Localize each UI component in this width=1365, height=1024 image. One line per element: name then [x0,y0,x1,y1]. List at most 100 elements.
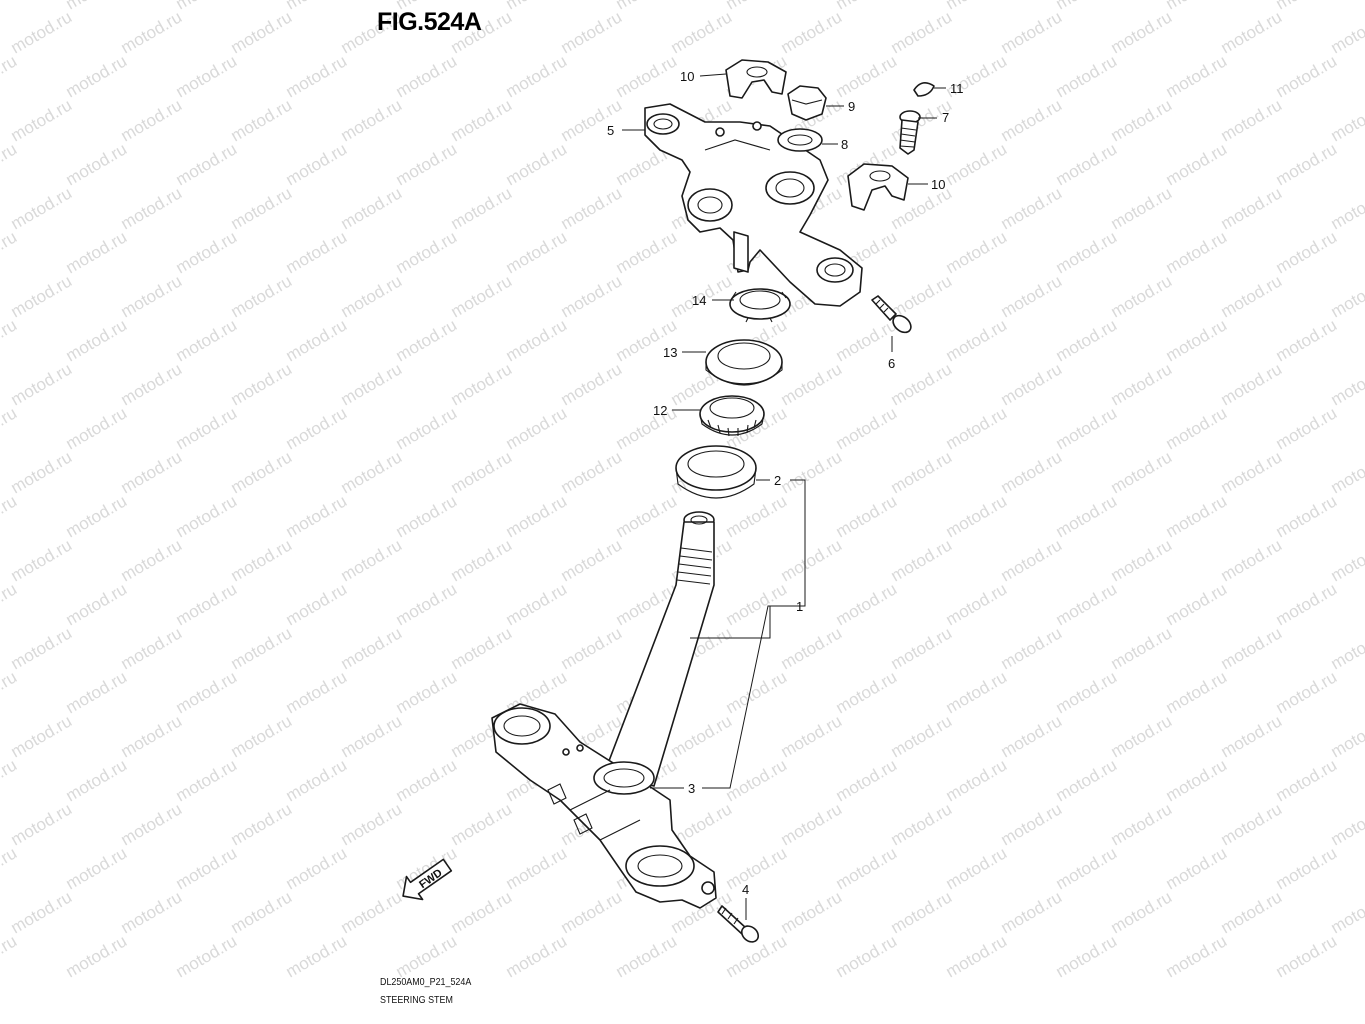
watermark-text: motod.ru [558,447,626,497]
watermark-text: motod.ru [1108,359,1176,409]
watermark-text: motod.ru [393,755,461,805]
watermark-text: motod.ru [0,491,20,541]
callout-4: 4 [742,882,749,897]
watermark-text: motod.ru [1328,271,1365,321]
watermark-text: motod.ru [1273,51,1341,101]
watermark-text: motod.ru [1108,623,1176,673]
watermark-text: motod.ru [1108,711,1176,761]
watermark-text: motod.ru [338,447,406,497]
watermark-text: motod.ru [283,0,351,13]
callout-10-lower: 10 [931,177,945,192]
bolt-part-6 [871,295,912,334]
watermark-text: motod.ru [63,491,131,541]
watermark-text: motod.ru [1108,7,1176,57]
watermark-text: motod.ru [723,843,791,893]
watermark-text: motod.ru [943,667,1011,717]
watermark-text: motod.ru [558,271,626,321]
watermark-text: motod.ru [283,843,351,893]
watermark-text: motod.ru [393,491,461,541]
washer-part-8 [777,128,823,152]
watermark-text: motod.ru [888,271,956,321]
callout-10-upper: 10 [680,69,694,84]
watermark-text: motod.ru [1108,887,1176,937]
callout-9: 9 [848,99,855,114]
watermark-text: motod.ru [503,843,571,893]
watermark-text: motod.ru [173,227,241,277]
watermark-text: motod.ru [173,51,241,101]
callout-6: 6 [888,356,895,371]
watermark-text: motod.ru [228,359,296,409]
watermark-text: motod.ru [998,887,1066,937]
watermark-text: motod.ru [1053,755,1121,805]
watermark-text: motod.ru [118,95,186,145]
handlebar-holder-lower-part-10 [847,163,909,211]
watermark-text: motod.ru [118,271,186,321]
watermark-text: motod.ru [63,51,131,101]
callout-8: 8 [841,137,848,152]
watermark-text: motod.ru [613,931,681,981]
watermark-text: motod.ru [63,227,131,277]
watermark-text: motod.ru [1163,315,1231,365]
watermark-text: motod.ru [998,623,1066,673]
watermark-text: motod.ru [998,271,1066,321]
watermark-text: motod.ru [63,315,131,365]
watermark-text: motod.ru [998,95,1066,145]
watermark-text: motod.ru [0,51,20,101]
watermark-text: motod.ru [8,799,76,849]
watermark-text: motod.ru [448,359,516,409]
watermark-text: motod.ru [8,359,76,409]
race-part-2 [675,445,757,499]
watermark-text: motod.ru [503,0,571,13]
watermark-text: motod.ru [503,491,571,541]
callout-3: 3 [688,781,695,796]
watermark-text: motod.ru [503,579,571,629]
watermark-text: motod.ru [1053,491,1121,541]
watermark-text: motod.ru [888,447,956,497]
watermark-text: motod.ru [1163,139,1231,189]
watermark-text: motod.ru [778,711,846,761]
watermark-text: motod.ru [1328,7,1365,57]
watermark-text: motod.ru [8,7,76,57]
watermark-text: motod.ru [1273,755,1341,805]
cap-part-11 [913,82,935,97]
watermark-text: motod.ru [0,667,20,717]
watermark-text: motod.ru [118,799,186,849]
watermark-text: motod.ru [1273,139,1341,189]
watermark-text: motod.ru [173,755,241,805]
watermark-text: motod.ru [118,359,186,409]
watermark-text: motod.ru [118,887,186,937]
watermark-text: motod.ru [888,887,956,937]
watermark-text: motod.ru [613,227,681,277]
watermark-text: motod.ru [1163,843,1231,893]
watermark-text: motod.ru [558,887,626,937]
watermark-text: motod.ru [118,447,186,497]
watermark-text: motod.ru [1163,51,1231,101]
watermark-text: motod.ru [228,623,296,673]
watermark-text: motod.ru [118,623,186,673]
watermark-text: motod.ru [1273,0,1341,13]
watermark-text: motod.ru [338,183,406,233]
lower-bracket [491,703,717,909]
watermark-text: motod.ru [1328,711,1365,761]
watermark-text: motod.ru [173,931,241,981]
watermark-text: motod.ru [833,843,901,893]
watermark-text: motod.ru [943,0,1011,13]
bolt-part-4 [717,905,760,943]
watermark-text: motod.ru [1108,95,1176,145]
watermark-text: motod.ru [613,491,681,541]
watermark-text: motod.ru [1218,447,1286,497]
watermark-text: motod.ru [1053,227,1121,277]
watermark-text: motod.ru [888,7,956,57]
upper-bracket-part-5 [644,103,863,307]
watermark-text: motod.ru [63,579,131,629]
watermark-text: motod.ru [283,931,351,981]
watermark-text: motod.ru [943,755,1011,805]
watermark-text: motod.ru [503,403,571,453]
watermark-text: motod.ru [1053,931,1121,981]
watermark-text: motod.ru [1328,447,1365,497]
drawing-code: DL250AM0_P21_524A [380,976,472,988]
watermark-text: motod.ru [393,315,461,365]
callout-14: 14 [692,293,706,308]
watermark-text: motod.ru [173,491,241,541]
watermark-text: motod.ru [1218,359,1286,409]
